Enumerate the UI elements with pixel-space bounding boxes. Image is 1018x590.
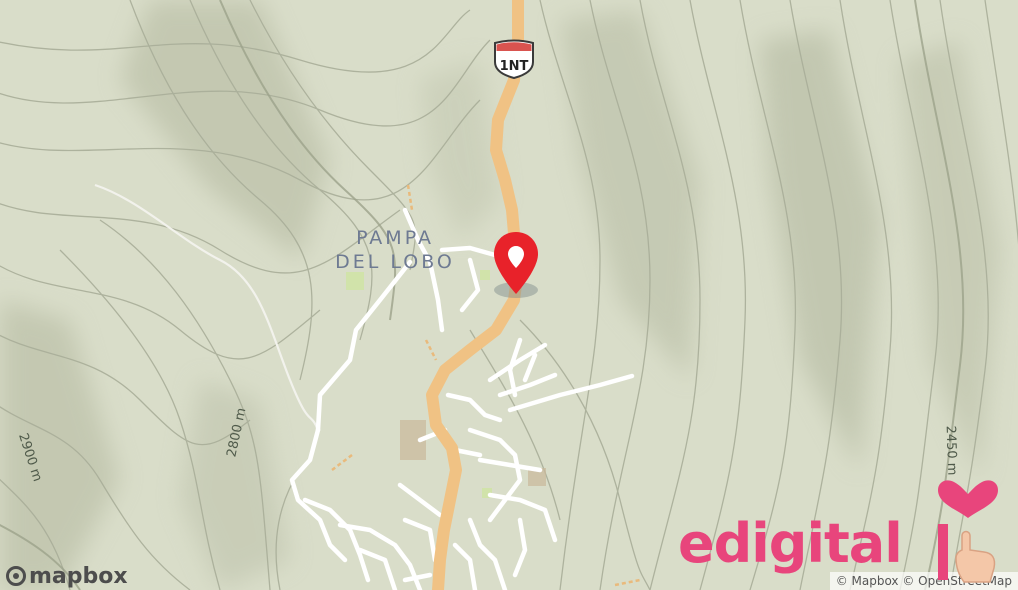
edigital-watermark-text: edigital (678, 512, 903, 575)
mapbox-logo[interactable]: mapbox (6, 563, 128, 589)
map-pin-icon[interactable] (494, 232, 538, 294)
built-areas (400, 420, 546, 486)
highway-1nt (426, 0, 524, 590)
route-shield: 1NT (494, 39, 534, 80)
street-network (289, 207, 635, 590)
route-shield-label: 1NT (500, 59, 529, 74)
place-label-line2: DEL LOBO (335, 251, 455, 273)
contour-label-2450: 2450 m (942, 425, 960, 476)
mapbox-logo-icon (6, 566, 26, 586)
park-areas (346, 270, 492, 498)
place-label-pampa-del-lobo: PAMPA DEL LOBO (325, 226, 465, 274)
heart-hand-icon (938, 480, 998, 583)
secondary-roads (331, 184, 641, 587)
trail-path (94, 183, 320, 431)
mapbox-logo-text: mapbox (29, 563, 128, 589)
place-label-line1: PAMPA (356, 227, 434, 249)
index-contours (0, 0, 965, 590)
edigital-watermark: edigital (678, 478, 1008, 586)
